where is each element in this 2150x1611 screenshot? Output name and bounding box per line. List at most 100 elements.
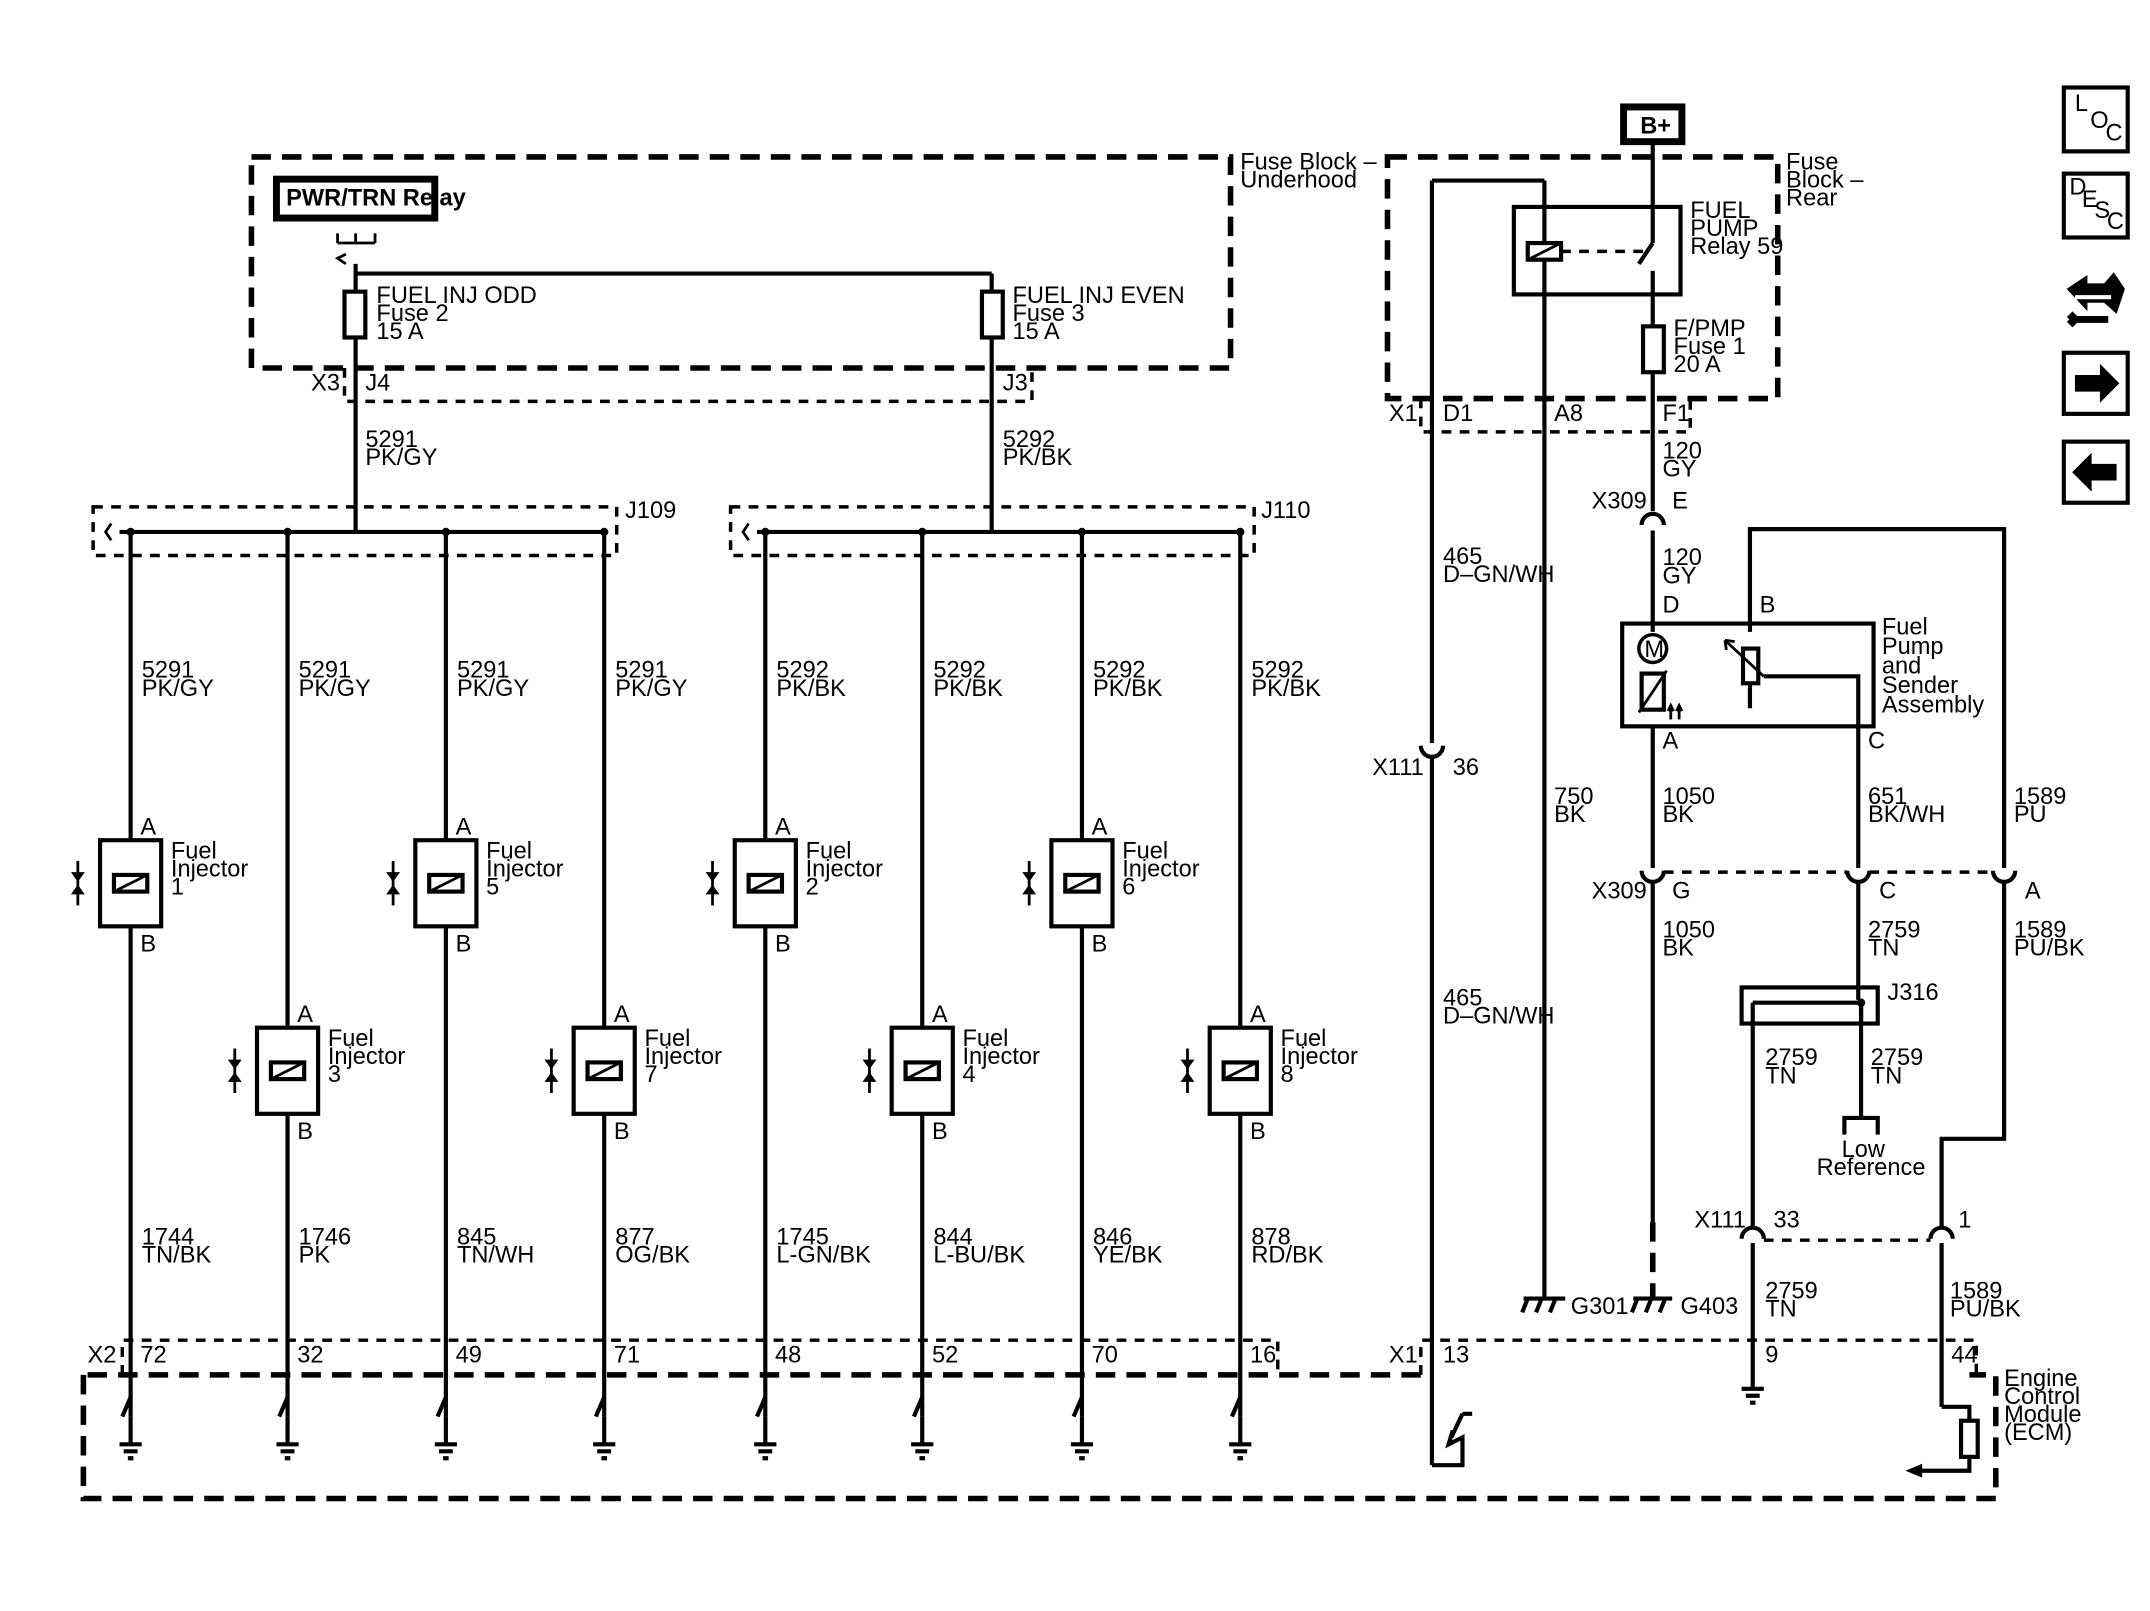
splices: J109 J110 — [91, 498, 1311, 558]
w750-circuit: 750 — [1554, 784, 1593, 810]
ecm-pin-injector-8: 16 — [1250, 1342, 1276, 1368]
injector-6-return-circuit: 846 — [1093, 1224, 1132, 1250]
injector-6-feed-color: PK/BK — [1093, 676, 1163, 702]
ecm-pin-injector-3: 32 — [297, 1342, 323, 1368]
fuel-pump-relay-label-2: PUMP — [1690, 216, 1758, 242]
injector-8-feed-color: PK/BK — [1251, 676, 1321, 702]
injector-7-feed-color: PK/GY — [615, 676, 687, 702]
fuse-odd-rating: 15 A — [376, 319, 423, 345]
injector-6-return-color: YE/BK — [1093, 1242, 1163, 1268]
assembly-label-5: Assembly — [1882, 692, 1984, 718]
injector-4-pin-a: A — [932, 1002, 948, 1028]
fuse-block-underhood-label-1: Fuse Block – — [1240, 149, 1377, 175]
injector-7-label-1: Fuel — [644, 1026, 690, 1052]
wire-120-b-circuit: 120 — [1662, 545, 1701, 571]
service-procedure-button[interactable] — [2066, 272, 2125, 328]
injector-5-number: 5 — [486, 874, 499, 900]
injector-5-return-color: TN/WH — [457, 1242, 534, 1268]
injector-5-label-2: Injector — [486, 856, 564, 882]
ground-g301: G301 — [1571, 1294, 1629, 1320]
motor-label: M — [1644, 637, 1664, 663]
w1589-c-circuit: 1589 — [1950, 1279, 2003, 1305]
location-button[interactable]: L O C — [2061, 85, 2130, 154]
injector-3-feed-color: PK/GY — [299, 676, 371, 702]
w1050-b-color: BK — [1662, 935, 1694, 961]
desc-letter-e: E — [2082, 187, 2098, 213]
injector-1-feed-circuit: 5291 — [142, 658, 195, 684]
injector-3-number: 3 — [328, 1062, 341, 1088]
w2759-a-color: TN — [1868, 935, 1899, 961]
ecm-pullup-resistor-icon — [1958, 1418, 1980, 1459]
w651-circuit: 651 — [1868, 784, 1907, 810]
ecm: X2 X1 13 9 44 Engine Control Module (ECM… — [80, 1338, 2081, 1502]
injector-4-return-color: L-BU/BK — [933, 1242, 1025, 1268]
injector-7-return-circuit: 877 — [615, 1224, 654, 1250]
ecm-label-2: Control — [2004, 1384, 2080, 1410]
injector-4-feed-color: PK/BK — [933, 676, 1003, 702]
injector-4-feed-circuit: 5292 — [933, 658, 986, 684]
injector-1-return-color: TN/BK — [142, 1242, 212, 1268]
previous-page-button[interactable] — [2061, 439, 2130, 505]
injector-8-label-1: Fuel — [1281, 1026, 1327, 1052]
injector-8-return-circuit: 878 — [1251, 1224, 1290, 1250]
ecm-pin-injector-4: 52 — [932, 1342, 958, 1368]
injector-1-label-1: Fuel — [171, 838, 217, 864]
injector-6-number: 6 — [1122, 874, 1135, 900]
rear-pin-d1: D1 — [1443, 401, 1473, 427]
injector-3-label-2: Injector — [328, 1044, 406, 1070]
pwr-trn-relay-label: PWR/TRN Relay — [286, 186, 466, 212]
feed-even-color: PK/BK — [1003, 445, 1073, 471]
injector-8-number: 8 — [1281, 1062, 1294, 1088]
rear-pin-a8: A8 — [1554, 401, 1583, 427]
fpmp-fuse-icon — [1640, 324, 1666, 375]
low-reference-label-1: Low — [1842, 1137, 1886, 1163]
x309-connector-bottom: X309 — [1592, 879, 1647, 905]
loc-letter-l: L — [2075, 91, 2088, 117]
w465-a-color: D–GN/WH — [1443, 562, 1554, 588]
w2759-b-color: TN — [1765, 1063, 1796, 1089]
injector-2-return-circuit: 1745 — [776, 1224, 829, 1250]
w1589-b-color: PU/BK — [2014, 935, 2085, 961]
ground-g403: G403 — [1681, 1294, 1739, 1320]
injector-5-label-1: Fuel — [486, 838, 532, 864]
fpmp-fuse-label-1: F/PMP — [1674, 316, 1746, 342]
injector-5-feed-circuit: 5291 — [457, 658, 510, 684]
fuse-block-rear-label-3: Rear — [1786, 186, 1837, 212]
pump-pin-b: B — [1760, 592, 1776, 618]
ecm-pin-injector-1: 72 — [140, 1342, 166, 1368]
injector-5-pin-b: B — [456, 931, 472, 957]
injector-4-pin-b: B — [932, 1119, 948, 1145]
ecm-pin-injector-2: 48 — [775, 1342, 801, 1368]
fuse-odd-name: FUEL INJ ODD — [376, 283, 536, 309]
w2759-d-circuit: 2759 — [1765, 1279, 1818, 1305]
next-page-button[interactable] — [2061, 350, 2130, 416]
injector-3-pin-a: A — [297, 1002, 313, 1028]
injector-5-feed-color: PK/GY — [457, 676, 529, 702]
x309-connector-top: X309 — [1592, 488, 1647, 514]
w750-color: BK — [1554, 802, 1586, 828]
ecm-pin-44: 44 — [1951, 1342, 1977, 1368]
injector-7-pin-a: A — [614, 1002, 630, 1028]
x309-pin-g: G — [1672, 879, 1690, 905]
fuel-injector-1-icon — [97, 838, 164, 929]
x309-pin-c: C — [1879, 879, 1896, 905]
loc-letter-o: O — [2090, 108, 2108, 134]
left-arrow-icon — [2072, 452, 2117, 492]
w1050-a-circuit: 1050 — [1662, 784, 1715, 810]
description-button[interactable]: D E S C — [2061, 171, 2130, 240]
nav-icons: L O C D E S C — [2061, 85, 2130, 505]
fuse-block-rear-label-2: Block – — [1786, 167, 1864, 193]
injector-7-feed-circuit: 5291 — [615, 658, 668, 684]
low-reference-label-2: Reference — [1817, 1155, 1926, 1181]
x111-connector-top: X111 — [1372, 755, 1424, 781]
w2759-c-circuit: 2759 — [1871, 1045, 1924, 1071]
fpmp-fuse-label-3: 20 A — [1674, 352, 1721, 378]
ecm-pin-injector-5: 49 — [456, 1342, 482, 1368]
ecm-label-4: (ECM) — [2004, 1420, 2072, 1446]
fuel-pump-relay-label-1: FUEL — [1690, 198, 1750, 224]
splice-j316: J316 — [1887, 980, 1938, 1006]
